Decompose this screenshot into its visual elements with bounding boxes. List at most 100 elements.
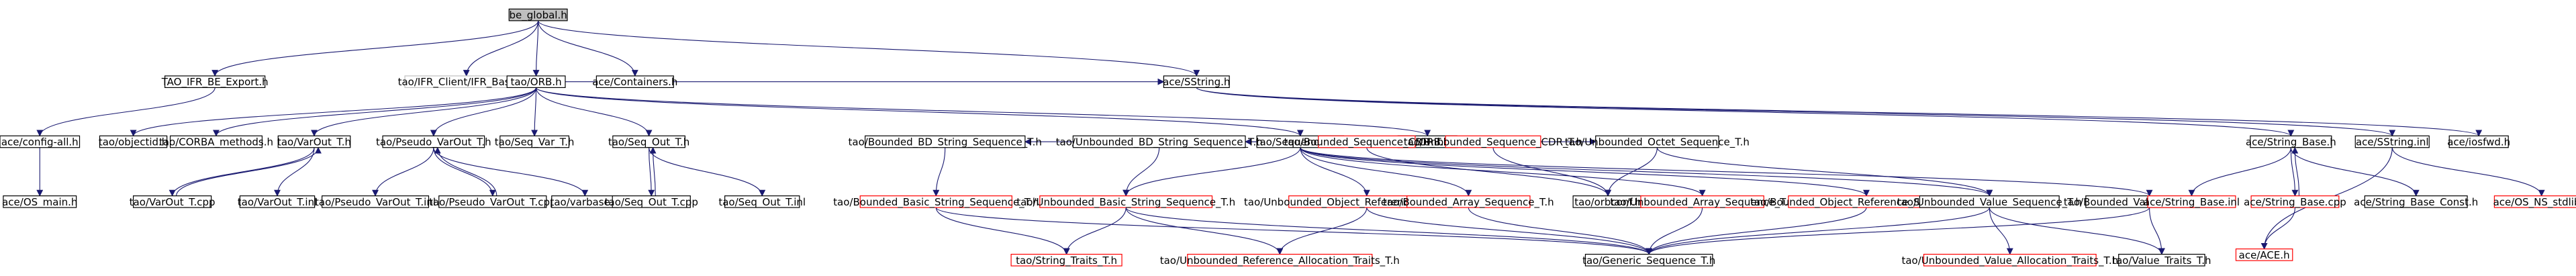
- node-box: [164, 75, 266, 89]
- edge-n27-n35: [1656, 147, 1993, 197]
- node-be-global-h[interactable]: be_global.h: [508, 8, 568, 22]
- node-ace-sstring-inl[interactable]: ace/SString.inl: [2354, 135, 2430, 148]
- node-label: tao/Value_Traits_T.h: [2112, 255, 2211, 267]
- edge-n19-n11: [434, 146, 497, 196]
- edge-n42-n47: [2290, 147, 2420, 197]
- node-box: [612, 195, 691, 208]
- node-box: [1919, 195, 2060, 208]
- edge-n10-n16: [169, 147, 315, 197]
- node-tao-generic-sequence-t-h[interactable]: tao/Generic_Sequence_T.h: [1582, 253, 1715, 267]
- edge-n42-n46: [2290, 147, 2299, 197]
- node-ace-iosfwd-h[interactable]: ace/iosfwd.h: [2447, 135, 2510, 148]
- node-tao-seq-out-t-cpp[interactable]: tao/Seq_Out_T.cpp: [605, 195, 698, 209]
- node-tao-pseudo-varout-t-cpp[interactable]: tao/Pseudo_VarOut_T.cpp: [429, 195, 557, 209]
- node-ace-config-all-h[interactable]: ace/config-all.h: [0, 135, 81, 148]
- node-label: tao/Unbounded_Basic_String_Sequence_T.h: [1016, 196, 1235, 209]
- edge-n31-n39: [1468, 207, 1653, 255]
- node-tao-objectid-h[interactable]: tao/objectid.h: [99, 135, 169, 148]
- node-ace-string-base-h[interactable]: ace/String_Base.h: [2246, 135, 2336, 149]
- node-tao-seq-var-t-h[interactable]: tao/Seq_Var_T.h: [495, 135, 575, 149]
- node-tao-varbase-h[interactable]: tao/varbase.h: [550, 195, 620, 208]
- node-label: ace/String_Base.h: [2246, 136, 2336, 149]
- node-label: tao/Unbounded_Array_Sequence_T.h: [1610, 196, 1794, 209]
- edge-n30-n38: [1276, 208, 1368, 255]
- node-tao-bounded-basic-string-sequence-t-h[interactable]: tao/Bounded_Basic_String_Sequence_T.h: [833, 195, 1039, 209]
- node-box: [508, 8, 568, 21]
- node-box: [2118, 253, 2205, 267]
- node-tao-bounded-sequence-cdr-t-h[interactable]: tao/Bounded_Sequence_CDR_T.h: [1284, 135, 1449, 149]
- node-tao-unbounded-sequence-cdr-t-h[interactable]: tao/Unbounded_Sequence_CDR_T.h: [1404, 135, 1582, 149]
- edge-n0-n2: [463, 20, 539, 77]
- edge-n29-n39: [1125, 207, 1652, 255]
- node-ace-containers-h[interactable]: ace/Containers.h: [592, 75, 677, 89]
- node-label: ace/SString.h: [1163, 76, 1230, 88]
- node-ace-os-main-h[interactable]: ace/OS_main.h: [2, 195, 77, 209]
- node-box: [1595, 135, 1719, 148]
- node-box: [322, 195, 430, 208]
- edge-n16-n10: [176, 146, 322, 196]
- node-tao-unbounded-value-allocation-traits-t-h[interactable]: tao/Unbounded_Value_Allocation_Traits_T.…: [1901, 253, 2118, 267]
- node-tao-value-traits-t-h[interactable]: tao/Value_Traits_T.h: [2112, 253, 2211, 267]
- node-label: tao/VarOut_T.h: [277, 136, 351, 149]
- edge-n3-n14: [536, 87, 1304, 137]
- node-tao-seq-out-t-h[interactable]: tao/Seq_Out_T.h: [608, 135, 689, 149]
- node-box: [1640, 195, 1764, 208]
- node-tao-orb-h[interactable]: tao/ORB.h: [506, 75, 566, 88]
- node-tao-bounded-bd-string-sequence-t-h[interactable]: tao/Bounded_BD_String_Sequence_T.h: [849, 135, 1042, 149]
- node-tao-varout-t-inl[interactable]: tao/VarOut_T.inl: [238, 195, 317, 209]
- node-label: tao/String_Traits_T.h: [1016, 255, 1117, 267]
- node-tao-ifr-be-export-h[interactable]: TAO_IFR_BE_Export.h: [161, 75, 269, 89]
- node-tao-orbconf-h[interactable]: tao/orbconf.h: [1572, 195, 1643, 208]
- edge-n0-n3: [532, 20, 540, 77]
- node-ace-string-base-inl[interactable]: ace/String_Base.inl: [2144, 195, 2240, 209]
- node-tao-ifr-client-ifr-basicc-h[interactable]: tao/IFR_Client/IFR_BasicC.h: [398, 75, 535, 89]
- edge-n26-n32: [1492, 147, 1611, 197]
- node-ace-string-base-cpp[interactable]: ace/String_Base.cpp: [2244, 195, 2346, 209]
- node-ace-ace-h[interactable]: ace/ACE.h: [2235, 248, 2293, 261]
- edge-n35-n40: [1989, 208, 2013, 255]
- node-tao-string-traits-t-h[interactable]: tao/String_Traits_T.h: [1010, 253, 1123, 267]
- node-tao-varout-t-cpp[interactable]: tao/VarOut_T.cpp: [130, 195, 216, 209]
- node-ace-sstring-h[interactable]: ace/SString.h: [1163, 75, 1230, 88]
- node-box: [1010, 253, 1123, 267]
- node-tao-varout-t-h[interactable]: tao/VarOut_T.h: [277, 135, 351, 149]
- node-label: ace/OS_NS_stdlib.h: [2493, 196, 2576, 209]
- edge-n28-n39: [935, 207, 1652, 255]
- edge-n27-n32: [1605, 147, 1658, 197]
- node-box: [859, 195, 1012, 208]
- node-label: tao/Seq_Out_T.cpp: [605, 196, 698, 209]
- node-tao-unbounded-reference-allocation-traits-t-h[interactable]: tao/Unbounded_Reference_Allocation_Trait…: [1160, 253, 1400, 267]
- node-label: ace/ACE.h: [2239, 249, 2290, 261]
- node-box: [277, 135, 351, 148]
- node-tao-unbounded-value-sequence-t-h[interactable]: tao/Unbounded_Value_Sequence_T.h: [1897, 195, 2082, 209]
- node-box: [595, 75, 674, 89]
- node-label: tao/Bounded_Basic_String_Sequence_T.h: [833, 196, 1039, 209]
- node-label: ace/SString.inl: [2356, 136, 2429, 148]
- node-tao-bounded-array-sequence-t-h[interactable]: tao/Bounded_Array_Sequence_T.h: [1383, 195, 1554, 209]
- node-box: [2364, 195, 2468, 208]
- node-box: [1072, 135, 1246, 148]
- edge-n14-n31: [1300, 147, 1472, 197]
- node-label: tao/IFR_Client/IFR_BasicC.h: [398, 76, 535, 89]
- node-tao-seq-out-t-inl[interactable]: tao/Seq_Out_T.inl: [718, 195, 806, 209]
- node-ace-string-base-const-h[interactable]: ace/String_Base_Const.h: [2354, 195, 2478, 209]
- edge-n5-n42: [1196, 87, 2294, 137]
- node-label: tao/Seq_Var_T.h: [495, 136, 575, 149]
- edge-n3-n11: [430, 87, 537, 137]
- node-label: be_global.h: [509, 9, 567, 22]
- node-tao-corba-methods-h[interactable]: tao/CORBA_methods.h: [159, 135, 273, 149]
- node-label: tao/objectid.h: [99, 136, 169, 148]
- edge-n36-n39: [1645, 207, 2150, 255]
- node-box: [132, 195, 212, 208]
- node-tao-unbounded-octet-sequence-t-h[interactable]: tao/Unbounded_Octet_Sequence_T.h: [1565, 135, 1750, 149]
- node-label: ace/iosfwd.h: [2447, 136, 2510, 148]
- edge-n43-n48: [2391, 147, 2545, 197]
- node-tao-pseudo-varout-t-h[interactable]: tao/Pseudo_VarOut_T.h: [376, 135, 491, 149]
- node-tao-pseudo-varout-t-inl[interactable]: tao/Pseudo_VarOut_T.inl: [315, 195, 436, 209]
- node-tao-unbounded-bd-string-sequence-t-h[interactable]: tao/Unbounded_BD_String_Sequence_T.h: [1056, 135, 1263, 149]
- node-ace-os-ns-stdlib-h[interactable]: ace/OS_NS_stdlib.h: [2493, 195, 2576, 209]
- edge-n0-n4: [538, 20, 638, 77]
- edge-n0-n5: [538, 20, 1200, 77]
- node-tao-unbounded-array-sequence-t-h[interactable]: tao/Unbounded_Array_Sequence_T.h: [1610, 195, 1795, 209]
- node-tao-unbounded-basic-string-sequence-t-h[interactable]: tao/Unbounded_Basic_String_Sequence_T.h: [1016, 195, 1235, 209]
